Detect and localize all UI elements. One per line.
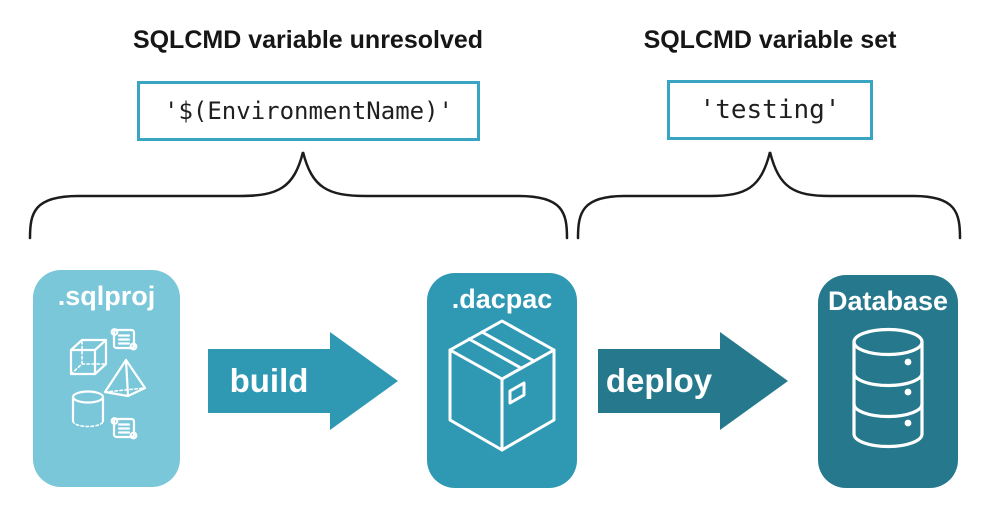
cylinder-icon — [71, 390, 105, 428]
script-scroll-icon — [110, 417, 138, 440]
database-icon — [852, 327, 924, 449]
stage-dacpac: .dacpac — [427, 273, 577, 488]
unresolved-value-box: '$(EnvironmentName)' — [137, 81, 480, 141]
deploy-arrow — [598, 332, 788, 430]
script-scroll-icon — [110, 328, 138, 351]
deploy-arrow-label: deploy — [605, 362, 713, 399]
build-arrow — [208, 332, 398, 430]
stage-sqlproj-label: .sqlproj — [57, 281, 156, 311]
unresolved-value-text: '$(EnvironmentName)' — [164, 97, 453, 125]
heading-sqlcmd-unresolved: SQLCMD variable unresolved — [132, 26, 484, 54]
set-value-text: 'testing' — [699, 95, 841, 125]
pyramid-icon — [103, 358, 147, 398]
stage-database-label: Database — [827, 286, 949, 316]
heading-sqlcmd-set: SQLCMD variable set — [643, 26, 897, 54]
right-brace-icon — [576, 151, 962, 240]
build-arrow-label: build — [229, 362, 309, 399]
stage-sqlproj: .sqlproj — [33, 270, 180, 487]
left-brace-icon — [28, 151, 569, 240]
cube-icon — [69, 338, 108, 376]
package-icon — [448, 319, 556, 452]
stage-dacpac-label: .dacpac — [451, 284, 553, 314]
set-value-box: 'testing' — [667, 80, 873, 140]
sql-objects-icon — [69, 328, 147, 440]
stage-database: Database — [818, 275, 958, 488]
